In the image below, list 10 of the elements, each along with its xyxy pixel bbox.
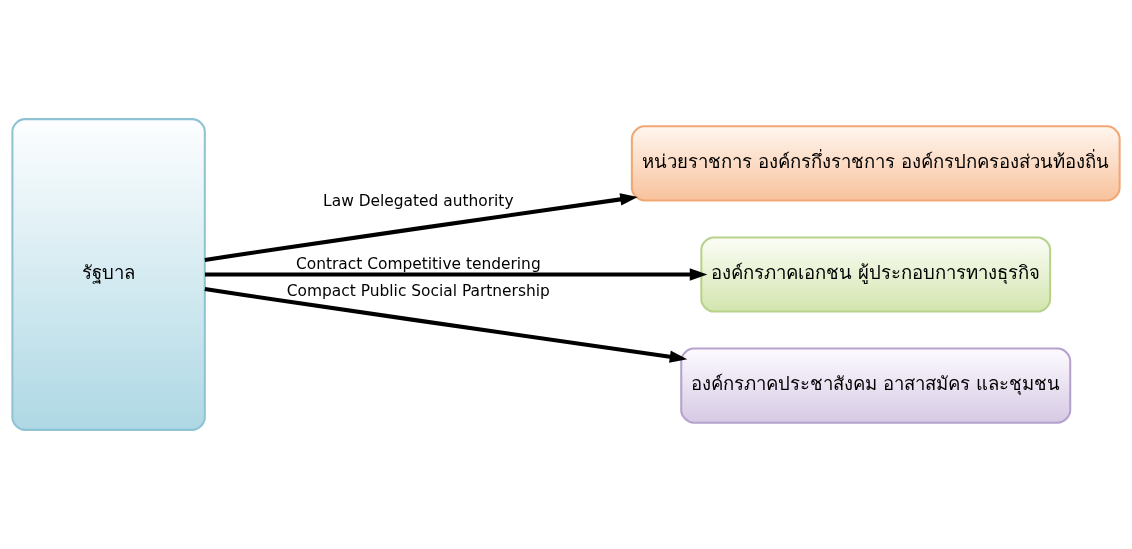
arrow — [204, 268, 708, 281]
node-box: องค์กรภาคเอกชน ผู้ประกอบการทางธุรกิจ — [700, 236, 1052, 313]
arrow — [204, 287, 688, 363]
arrow — [204, 193, 638, 262]
edge-label: Compact Public Social Partnership — [286, 282, 550, 301]
edge-label: Law Delegated authority — [323, 191, 514, 210]
node-box: รัฐบาล — [11, 118, 206, 431]
node-box: องค์กรภาคประชาสังคม อาสาสมัคร และชุมชน — [680, 347, 1072, 424]
edge-label: Contract Competitive tendering — [295, 255, 541, 274]
node-box: หน่วยราชการ องค์กรกึ่งราชการ องค์กรปกครองส่วนท้องถิ่น — [630, 125, 1121, 202]
